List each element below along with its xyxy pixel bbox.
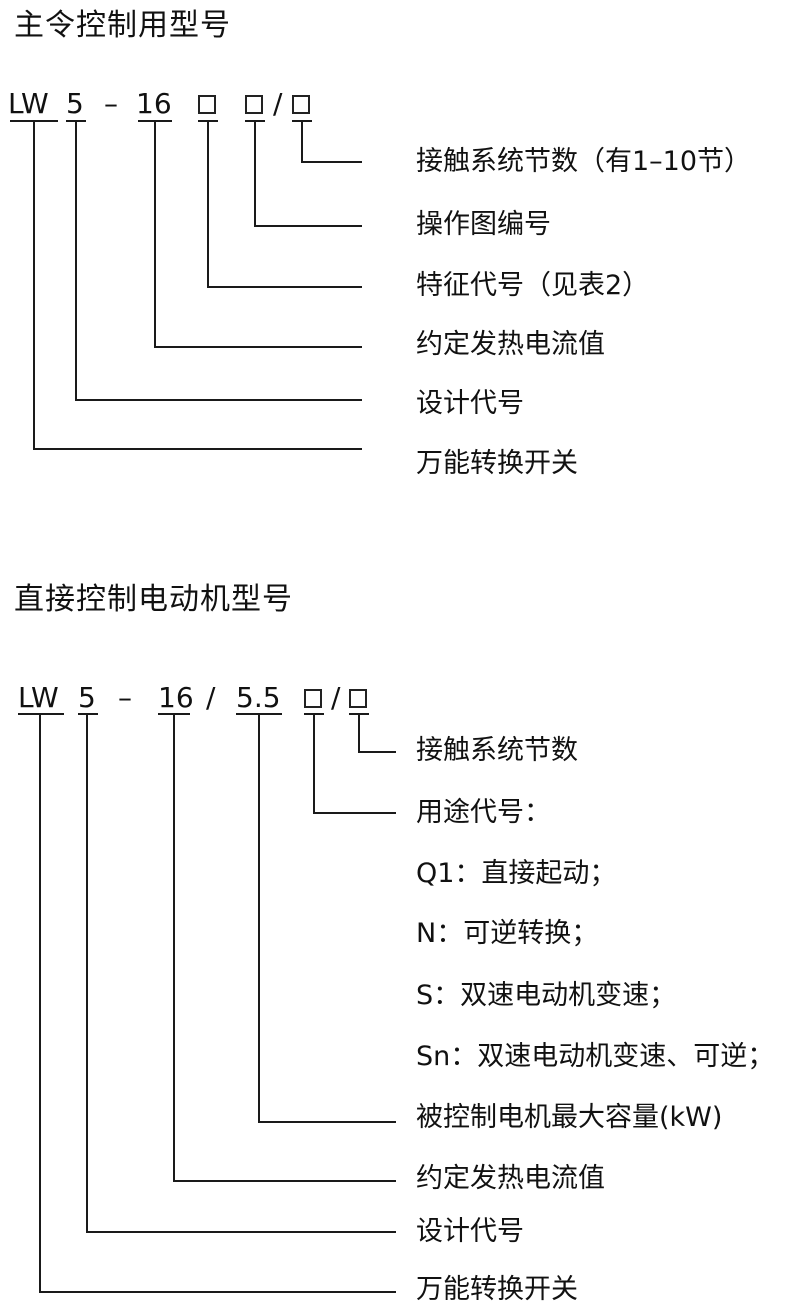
code1-lw: LW	[8, 87, 49, 120]
label1-contact-sections: 接触系统节数（有1–10节）	[416, 146, 752, 177]
code2-current: 16	[158, 681, 194, 714]
code2-contacts-box	[349, 689, 367, 708]
code1-dash: –	[104, 87, 118, 120]
label1-universal-switch: 万能转换开关	[416, 448, 578, 479]
code2-slash2: /	[331, 681, 341, 714]
label2-sn-two-speed-reversing: Sn：双速电动机变速、可逆；	[416, 1041, 775, 1072]
label1-rated-current: 约定发热电流值	[416, 329, 605, 360]
label2-universal-switch: 万能转换开关	[416, 1274, 578, 1305]
code2-slash1: /	[206, 681, 216, 714]
code2-capacity: 5.5	[236, 681, 281, 714]
label2-s-two-speed: S：双速电动机变速；	[416, 980, 677, 1011]
code1-slash: /	[273, 87, 283, 120]
section2-title: 直接控制电动机型号	[14, 582, 293, 617]
section1-title: 主令控制用型号	[14, 8, 231, 43]
code2-dash: –	[118, 681, 132, 714]
code2-design: 5	[78, 681, 96, 714]
code1-contacts-box	[292, 95, 310, 114]
label2-n-reversing: N：可逆转换；	[416, 918, 599, 949]
label2-q1-direct-start: Q1：直接起动；	[416, 858, 617, 889]
code2-lw: LW	[18, 681, 59, 714]
label1-feature-code: 特征代号（见表2）	[416, 270, 650, 301]
label2-design-code: 设计代号	[416, 1216, 524, 1247]
label1-operation-diagram: 操作图编号	[416, 209, 551, 240]
code1-feature-box	[198, 95, 216, 114]
label2-purpose-code: 用途代号：	[416, 797, 551, 828]
code2-purpose-box	[304, 689, 322, 708]
code1-operation-box	[245, 95, 263, 114]
label2-contact-sections: 接触系统节数	[416, 735, 578, 766]
label2-rated-current: 约定发热电流值	[416, 1163, 605, 1194]
code1-design: 5	[66, 87, 84, 120]
label2-max-motor-capacity: 被控制电机最大容量(kW)	[416, 1102, 723, 1133]
label1-design-code: 设计代号	[416, 388, 524, 419]
code1-current: 16	[136, 87, 172, 120]
